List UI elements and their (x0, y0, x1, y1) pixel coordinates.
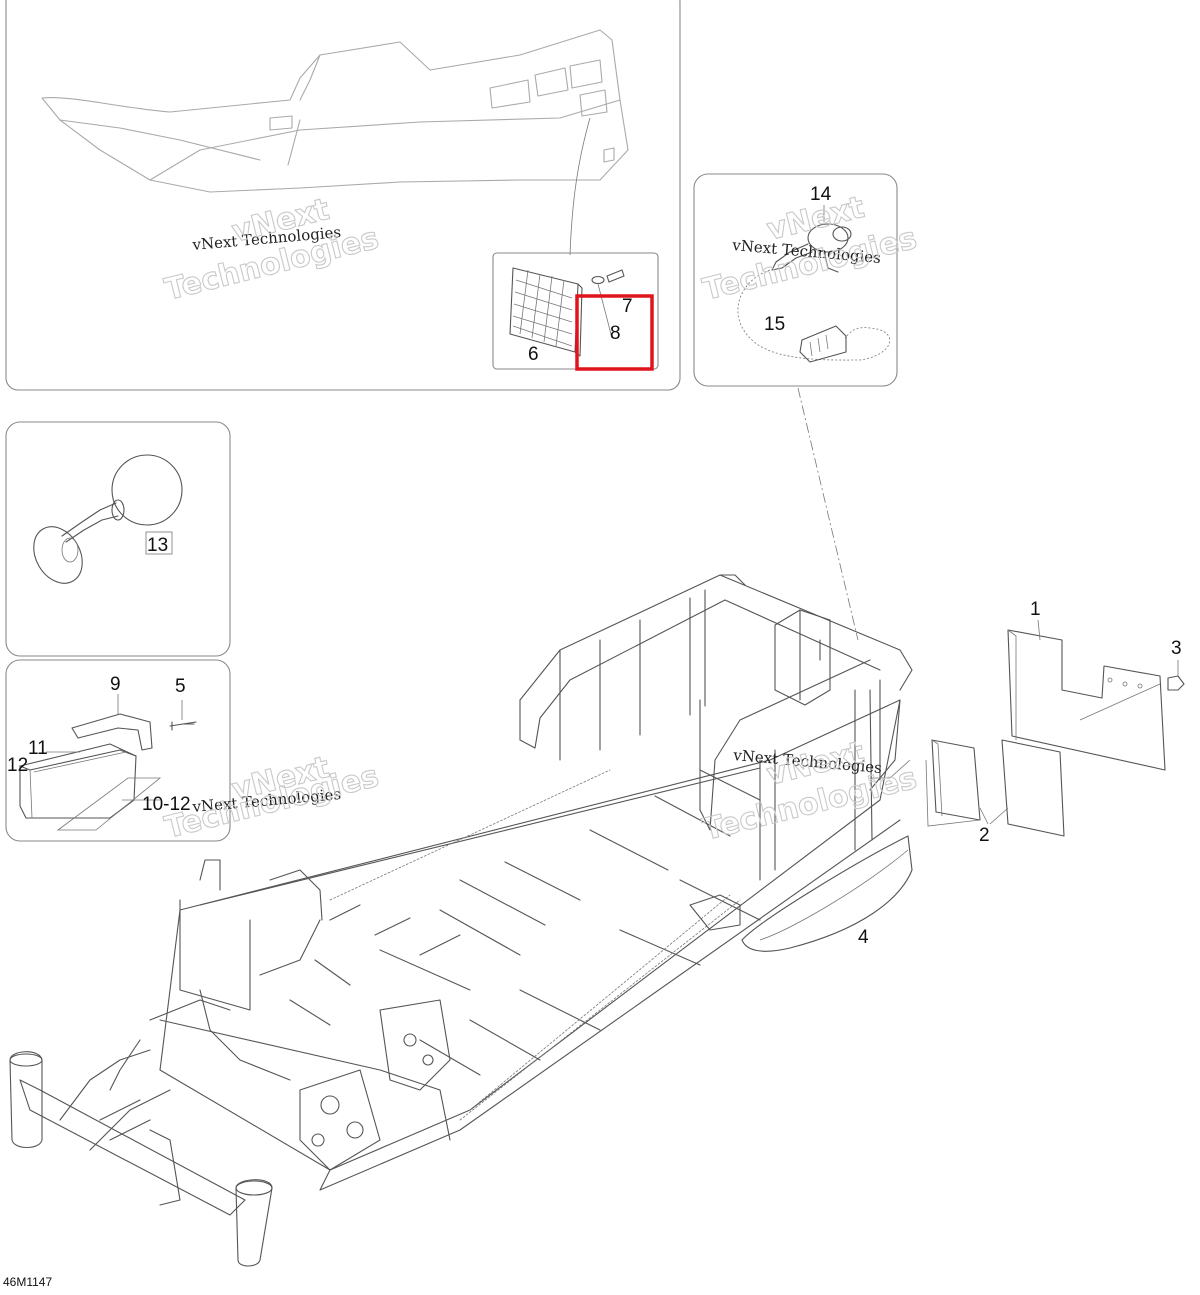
washer-part-7 (591, 269, 625, 285)
inset-hood-panel: 6 7 8 vNext Technologies vNext Technolog… (5, 0, 681, 391)
figure-code: 46M1147 (3, 1275, 53, 1289)
inset-key-panel: 14 15 vNext Technologies vNext Technolog… (693, 173, 921, 387)
callout-2: 2 (979, 825, 990, 846)
callout-1: 1 (1030, 599, 1041, 620)
callout-6: 6 (528, 344, 539, 365)
callout-8: 8 (610, 323, 621, 344)
callout-5: 5 (175, 676, 186, 697)
bracket-part-9 (71, 713, 153, 751)
tether-part-15 (737, 269, 890, 363)
callout-7: 7 (622, 296, 633, 317)
bolt-part-3 (1079, 660, 1185, 721)
callout-4: 4 (858, 927, 869, 948)
callout-12: 12 (7, 755, 28, 776)
inset-seat-panel: 9 5 11 12 10-12 vNext Technologies vNext… (5, 659, 383, 846)
callout-15: 15 (764, 314, 785, 335)
bolt-part-5 (169, 721, 197, 731)
callout-10-12: 10-12 (142, 794, 191, 815)
key-switch-part-14 (771, 223, 852, 273)
callout-3: 3 (1171, 638, 1182, 659)
chassis-frame-drawing (9, 574, 913, 1267)
callout-11: 11 (28, 738, 48, 759)
callout-9: 9 (110, 674, 121, 695)
hood-drawing (41, 29, 629, 193)
skid-guard-part-4 (741, 759, 913, 952)
horn-part-13 (33, 454, 183, 584)
highlight-box (575, 294, 654, 371)
snow-flap-part-1 (1007, 619, 1166, 771)
callout-13: 13 (147, 535, 168, 556)
reflector-part-6 (509, 267, 583, 357)
inset-horn-panel: 13 (5, 421, 231, 657)
callout-14: 14 (810, 184, 832, 205)
seat-cushion-parts-10-12 (19, 743, 162, 831)
mud-flap-part-2 (925, 739, 1065, 837)
